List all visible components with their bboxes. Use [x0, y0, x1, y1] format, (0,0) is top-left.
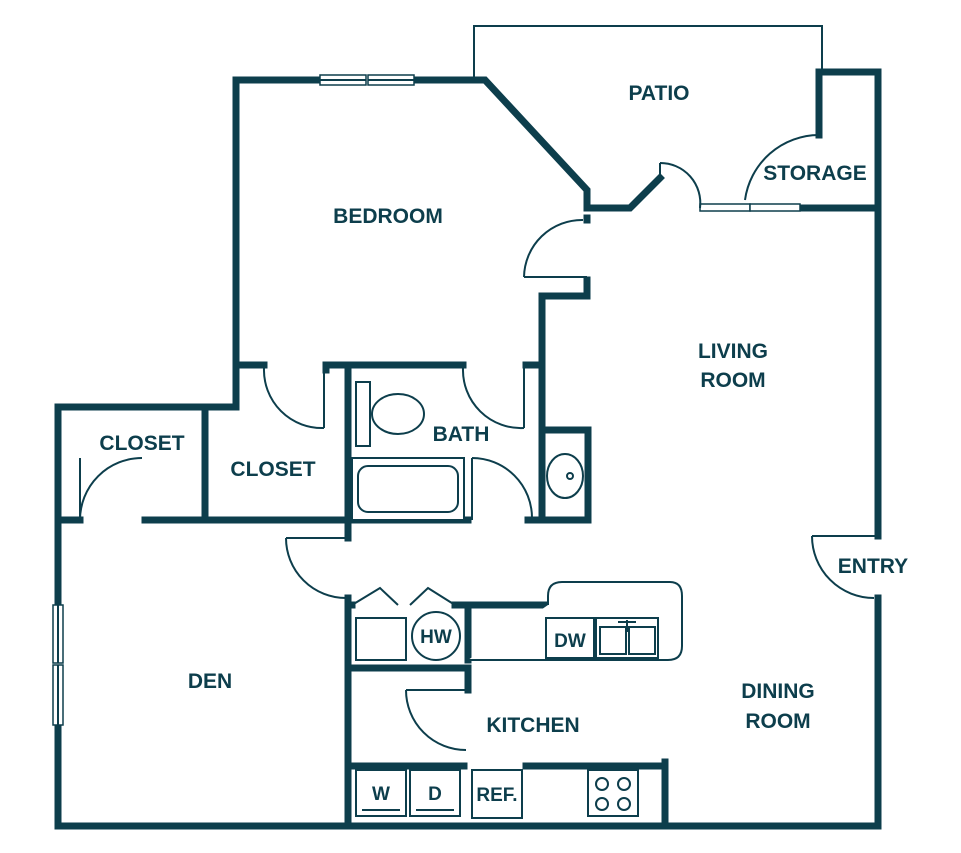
- door-swings: [79, 134, 878, 751]
- kitchen-fixtures: [468, 581, 683, 819]
- fixture-labels: HW DW W D REF.: [372, 627, 586, 806]
- label-patio: PATIO: [628, 82, 689, 105]
- label-closet-mid: CLOSET: [230, 458, 315, 481]
- label-hw: HW: [420, 627, 452, 648]
- toilet-bowl: [371, 393, 425, 435]
- patio-outline: [473, 25, 823, 77]
- label-storage: STORAGE: [763, 162, 866, 185]
- label-living-1: LIVING: [698, 340, 768, 363]
- washer: [355, 769, 407, 817]
- dryer: [409, 769, 461, 817]
- room-labels: PATIO STORAGE BEDROOM LIVING ROOM BATH C…: [99, 82, 908, 737]
- label-dining-1: DINING: [741, 680, 815, 703]
- bath-fixtures: [351, 381, 584, 521]
- patio-slider-2: [749, 203, 801, 212]
- label-dryer: D: [428, 784, 442, 805]
- label-bedroom: BEDROOM: [333, 205, 443, 228]
- dishwasher: [545, 617, 595, 659]
- vanity-sink: [546, 453, 584, 499]
- range-stove: [587, 769, 639, 817]
- label-bath: BATH: [433, 423, 490, 446]
- windows: [52, 74, 801, 726]
- label-dining-2: ROOM: [745, 710, 810, 733]
- label-washer: W: [372, 784, 390, 805]
- patio-slider-1: [699, 203, 751, 212]
- utility-shelf: [355, 617, 407, 661]
- walls: [54, 68, 882, 830]
- utility-fixtures: [355, 611, 461, 817]
- toilet-tank: [355, 381, 371, 447]
- bathtub-inner: [357, 465, 459, 513]
- label-closet-left: CLOSET: [99, 432, 184, 455]
- refrigerator: [471, 769, 523, 819]
- label-dw: DW: [554, 631, 586, 652]
- label-den: DEN: [188, 670, 232, 693]
- label-entry: ENTRY: [838, 555, 908, 578]
- label-living-2: ROOM: [700, 369, 765, 392]
- label-ref: REF.: [476, 785, 517, 806]
- label-kitchen: KITCHEN: [486, 714, 579, 737]
- water-heater: [411, 611, 461, 661]
